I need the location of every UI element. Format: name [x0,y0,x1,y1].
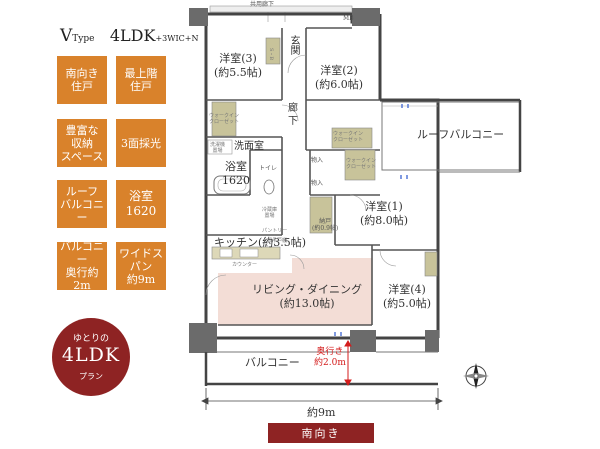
western4-label: 洋室(4) (約5.0帖) [383,283,432,310]
width-dimension [201,388,443,410]
fridge-label: 冷蔵庫 置場 [262,207,278,219]
storage1-label: 物入 [311,157,324,164]
badge-bathroom: 浴室 1620 [116,180,166,228]
storage-fills [211,37,438,277]
toilet-label: トイレ [259,165,278,172]
badge-storage: 豊富な 収納 スペース [57,119,107,167]
living-label: リビング・ダイニング (約13.0帖) [252,283,362,310]
columns [189,8,439,353]
window-marks [334,104,409,336]
mb-label: MB [343,15,354,22]
circle-line2: 4LDK [61,344,121,366]
pantry-label: パントリー [262,228,288,234]
badge-balcony-depth: バルコニー 奥行約2m [57,240,107,292]
spacious-4ldk-circle: ゆとりの 4LDK プラン [52,318,130,396]
badge-roof-balcony: ルーフ バルコニー [57,180,107,228]
badge-wide-span: ワイドスパン 約9m [116,242,166,290]
balcony-label: バルコニー [245,356,300,369]
circle-line1: ゆとりの [72,334,109,344]
width-label: 約9m [307,406,336,419]
type-word: Type [72,34,95,44]
upper-shelf-label: 上部吊戸棚 [262,238,288,244]
depth-label: 奥行き 約2.0m [314,347,346,368]
south-direction-label: 南向き [268,423,374,443]
balcony-area [204,351,438,386]
plan-type-title: VType 4LDK+3WIC+N [60,26,198,46]
western3-label: 洋室(3) (約5.5帖) [214,52,263,79]
corridor-label: 廊 下 [288,103,298,127]
wic1-label: ウォークイン クローゼット [209,113,240,125]
wic3-label: ウォークイン クローゼット [346,158,377,170]
nando-label: 納戸 (約0.9帖) [312,218,339,232]
interior-walls [206,27,438,326]
counter-label: カウンター [232,262,258,268]
door-swings [205,54,397,296]
badge-south-unit: 南向き 住戸 [57,56,107,104]
western1-label: 洋室(1) (約8.0帖) [360,200,409,227]
roof-balcony-area [380,98,522,270]
ldk-label: 4LDK [109,26,156,45]
roof-balcony-label: ルーフバルコニー [417,128,505,141]
bath-label: 浴室 1620 [222,160,250,187]
entrance-label: 玄関 [288,35,299,55]
wic2-label: ウォークイン クローゼット [333,131,364,143]
type-letter: V [60,26,73,46]
depth-dimension [344,340,352,386]
shoebox-label: S・B [268,48,274,61]
shared-corridor-label: 共用廊下 [250,1,275,8]
badge-top-floor: 最上階 住戸 [116,56,166,104]
ldk-suffix: +3WIC+N [155,34,199,43]
compass-icon [463,363,489,389]
toilet-bowl [263,179,275,195]
shared-corridor-strip [209,5,353,13]
badge-three-side-light: 3面採光 [116,119,166,167]
bathtub [213,175,251,195]
kitchen-label: キッチン(約3.5帖) [214,236,307,249]
circle-line3: プラン [79,372,103,381]
washer-space-label: 洗濯機 置場 [210,142,226,154]
washroom-label: 洗面室 [234,141,264,152]
living-fill [218,258,372,325]
washbasin [207,139,233,155]
storage2-label: 物入 [311,180,324,187]
western2-label: 洋室(2) (約6.0帖) [315,64,364,91]
